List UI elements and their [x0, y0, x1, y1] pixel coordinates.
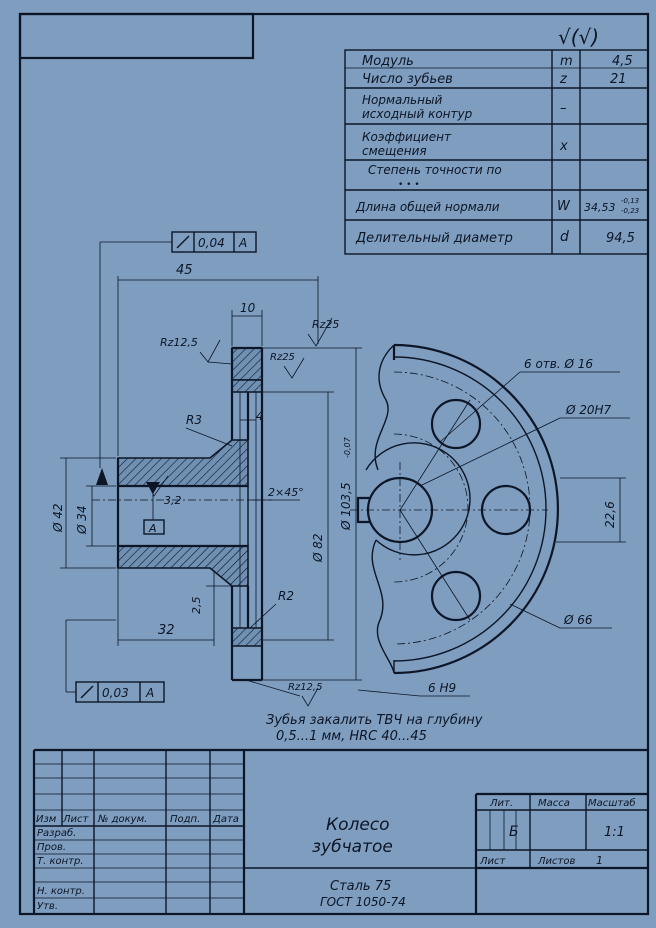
dim-10: 10 [240, 301, 256, 315]
material-line2: ГОСТ 1050-74 [320, 895, 406, 909]
runout-bottom-base: A [145, 686, 154, 700]
tb-sheets-value: 1 [596, 854, 603, 867]
param-symbol-offset: x [559, 139, 568, 154]
runout-top-value: 0,04 [198, 236, 225, 250]
param-name-pitch: Делительный диаметр [355, 231, 513, 246]
part-name-line2: зубчатое [312, 837, 393, 857]
tb-head-date: Дата [212, 814, 239, 825]
param-tol-upper: -0,13 [621, 197, 639, 205]
tb-role-check: Пров. [37, 842, 66, 853]
tb-scale-label: Масштаб [588, 797, 636, 809]
param-symbol-module: m [560, 54, 573, 69]
param-value-module: 4,5 [612, 54, 633, 69]
runout-top-base: A [238, 236, 247, 250]
dim-d82: Ø 82 [311, 533, 325, 563]
front-key-fit: 6 H9 [428, 681, 456, 695]
tb-sheet-label: Лист [479, 856, 507, 867]
dim-25: 2,5 [190, 597, 203, 615]
front-keyway-depth: 22,6 [603, 501, 617, 528]
r3-label: R3 [186, 413, 202, 427]
dim-d103: Ø 103,5 [339, 482, 353, 531]
tb-mass-label: Масса [538, 798, 570, 809]
param-value-normal: 34,53 [584, 201, 616, 214]
param-symbol-contour: – [560, 101, 567, 116]
rz125-bottom: Rz12,5 [288, 682, 322, 693]
datum-a: A [148, 522, 157, 535]
tb-role-develop: Разраб. [37, 827, 76, 839]
runout-frame-top: 0,04 A [99, 231, 257, 468]
param-name-normal: Длина общей нормали [355, 200, 500, 214]
material-line1: Сталь 75 [330, 879, 391, 894]
dim-d103-tol: -0,07 [343, 436, 352, 458]
tb-head-sign: Подп. [170, 814, 200, 825]
tech-note-line1: Зубья закалить ТВЧ на глубину [266, 713, 483, 728]
section-view: 45 10 4 0,04 A Rz25 Rz12,5 Rz25 R3 [51, 231, 362, 707]
front-holes-label: 6 отв. Ø 16 [524, 357, 593, 371]
sheet-border [18, 12, 650, 916]
runout-bottom-value: 0,03 [102, 686, 129, 700]
dim-45: 45 [176, 263, 193, 278]
param-value-teeth: 21 [610, 72, 627, 87]
param-tol-lower: -0,23 [621, 207, 639, 215]
tb-lit-label: Лит. [489, 798, 513, 809]
rz125-left: Rz12,5 [160, 336, 198, 349]
tb-scale-value: 1:1 [604, 825, 625, 840]
bore-roughness: 3,2 [164, 494, 182, 507]
dim-4: 4 [256, 409, 264, 423]
front-view: 6 отв. Ø 16 Ø 20H7 22,6 Ø 66 6 H9 [350, 343, 630, 697]
dim-d42: Ø 42 [51, 503, 65, 533]
tb-sheets-label: Листов [537, 856, 575, 867]
param-symbol-normal: W [557, 199, 571, 214]
tb-head-list: Лист [62, 814, 90, 825]
tb-lit-value: Б [509, 824, 519, 840]
title-block: Изм Лист № докум. Подп. Дата Разраб. Про… [32, 748, 648, 914]
chamfer-label: 2×45° [268, 486, 304, 499]
top-left-stamp-box [18, 12, 255, 60]
tb-head-izm: Изм [36, 814, 57, 825]
tb-role-approve: Утв. [37, 901, 58, 912]
rz25-face: Rz25 [270, 352, 295, 363]
roughness-symbol: √(√) [558, 25, 599, 49]
front-bore-fit: Ø 20H7 [565, 403, 612, 417]
param-name-contour-2: исходный контур [362, 107, 473, 121]
param-name-offset-2: смещения [362, 144, 427, 158]
param-name-contour-1: Нормальный [362, 93, 442, 107]
dim-d34: Ø 34 [75, 505, 89, 535]
param-symbol-pitch: d [560, 229, 569, 245]
param-name-offset-1: Коэффициент [362, 130, 452, 144]
param-value-pitch: 94,5 [606, 231, 635, 246]
rz25-top: Rz25 [312, 318, 339, 331]
tb-role-ncontrol: Н. контр. [37, 886, 85, 897]
tb-role-tcontrol: Т. контр. [37, 856, 84, 867]
param-name-accuracy: Степень точности по [368, 163, 502, 177]
front-pcd: Ø 66 [563, 613, 593, 627]
r2-label: R2 [278, 589, 294, 603]
param-name-module: Модуль [362, 54, 414, 69]
tb-head-doc: № докум. [97, 814, 147, 825]
runout-frame-bottom: 0,03 A [65, 619, 165, 703]
params-table: Модуль m 4,5 Число зубьев z 21 Нормальны… [344, 49, 649, 255]
param-name-teeth: Число зубьев [362, 72, 453, 87]
param-accuracy-dots: • • • [398, 180, 420, 190]
part-name-line1: Колесо [326, 815, 390, 835]
dim-32: 32 [158, 623, 175, 638]
tech-note-line2: 0,5...1 мм, HRC 40...45 [276, 729, 427, 744]
param-symbol-teeth: z [559, 72, 568, 87]
